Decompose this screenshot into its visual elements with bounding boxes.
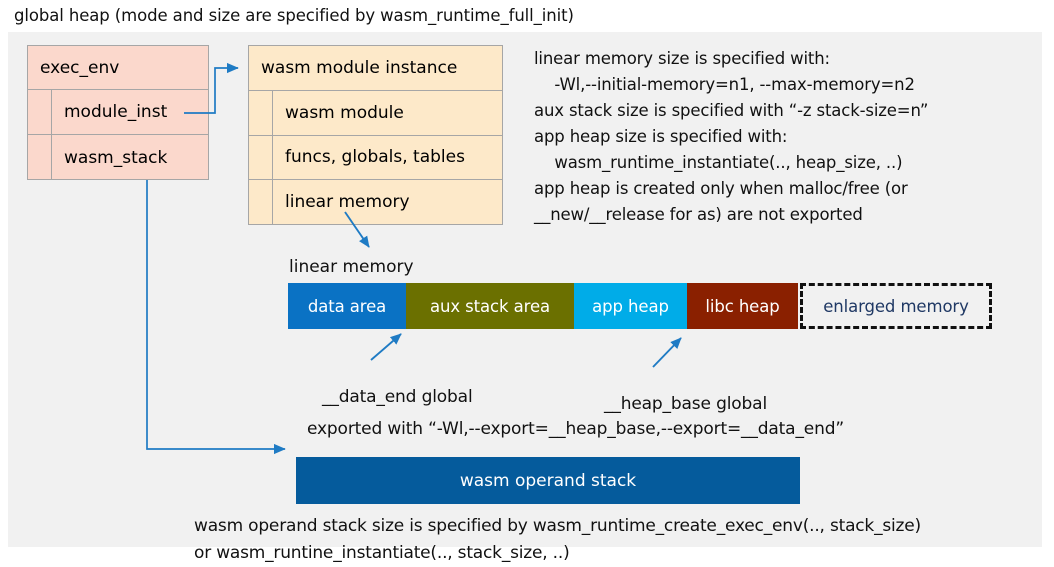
module-instance-row-label: linear memory bbox=[285, 192, 410, 213]
wasm-operand-stack-label: wasm operand stack bbox=[459, 470, 637, 491]
row-gutter bbox=[249, 135, 273, 179]
page-title: global heap (mode and size are specified… bbox=[14, 6, 574, 25]
module-instance-header: wasm module instance bbox=[249, 46, 502, 91]
exec-env-row-label: wasm_stack bbox=[64, 147, 168, 168]
diagram-canvas: exec_env module_inst wasm_stack wasm mod… bbox=[8, 32, 1042, 563]
wasm-operand-stack-note: wasm operand stack size is specified by … bbox=[194, 516, 921, 563]
memory-segment-label: libc heap bbox=[705, 296, 780, 316]
module-instance-row-linear-memory: linear memory bbox=[249, 180, 502, 225]
wasm-operand-stack-box: wasm operand stack bbox=[296, 457, 800, 504]
linear-memory-bar: data area aux stack area app heap libc h… bbox=[288, 283, 992, 329]
wasm-module-instance-box: wasm module instance wasm module funcs, … bbox=[248, 45, 503, 225]
exec-env-header: exec_env bbox=[28, 46, 208, 90]
memory-segment-label: enlarged memory bbox=[823, 296, 969, 316]
module-instance-row-label: wasm module bbox=[285, 102, 404, 123]
module-instance-row-funcs-globals-tables: funcs, globals, tables bbox=[249, 135, 502, 180]
memory-segment-label: app heap bbox=[592, 296, 669, 316]
row-gutter bbox=[28, 90, 52, 134]
memory-segment-label: aux stack area bbox=[429, 296, 551, 316]
exec-env-row-label: module_inst bbox=[64, 102, 168, 122]
memory-segment-app-heap: app heap bbox=[574, 283, 687, 329]
annotation-data-end: __data_end global bbox=[322, 387, 473, 407]
memory-segment-libc-heap: libc heap bbox=[687, 283, 798, 329]
memory-spec-text: linear memory size is specified with: -W… bbox=[534, 49, 929, 224]
memory-segment-enlarged-memory: enlarged memory bbox=[800, 283, 992, 329]
exec-env-box: exec_env module_inst wasm_stack bbox=[27, 45, 209, 180]
exec-env-row-wasm-stack: wasm_stack bbox=[28, 135, 208, 180]
memory-segment-aux-stack-area: aux stack area bbox=[406, 283, 574, 329]
annotation-heap-base: __heap_base global bbox=[604, 394, 768, 414]
row-gutter bbox=[249, 180, 273, 225]
exec-env-row-module-inst: module_inst bbox=[28, 90, 208, 135]
annotation-export: exported with “-Wl,--export=__heap_base,… bbox=[307, 419, 845, 439]
row-gutter bbox=[28, 135, 52, 180]
module-instance-row-label: funcs, globals, tables bbox=[285, 147, 465, 168]
memory-segment-data-area: data area bbox=[288, 283, 406, 329]
row-gutter bbox=[249, 91, 273, 135]
linear-memory-caption: linear memory bbox=[289, 257, 414, 277]
module-instance-row-wasm-module: wasm module bbox=[249, 91, 502, 136]
memory-segment-label: data area bbox=[307, 296, 387, 316]
